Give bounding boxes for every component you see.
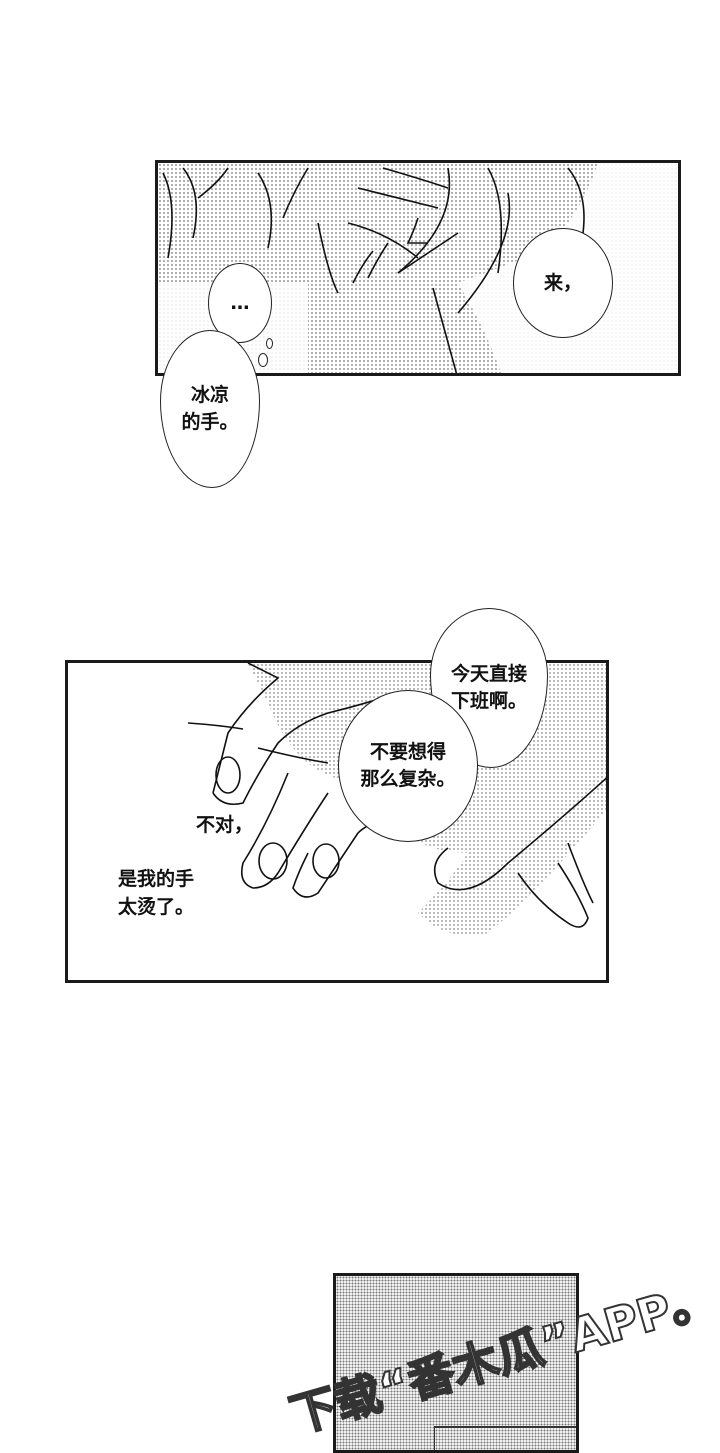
- narration-hot-hand: 是我的手 太烫了。: [118, 868, 195, 918]
- bubble-text: 不要想得 那么复杂。: [360, 741, 456, 790]
- bubble-text: 今天直接 下班啊。: [450, 663, 527, 712]
- inner-frame-line: [434, 1426, 576, 1450]
- thought-dot-tiny: [266, 338, 273, 349]
- thought-bubble-cold-hand: 冰凉 的手。: [160, 330, 260, 488]
- comic-panel-partial: [333, 1273, 579, 1453]
- bubble-text: 来，: [543, 271, 582, 294]
- speech-bubble-come: 来，: [513, 228, 613, 338]
- bubble-text: 冰凉 的手。: [181, 384, 239, 433]
- thought-dot-small: [258, 353, 268, 367]
- narration-no: 不对，: [196, 814, 254, 836]
- speech-bubble-ellipsis: …: [208, 263, 272, 343]
- comic-panel-face: … 来，: [155, 160, 681, 376]
- bubble-text: …: [230, 291, 250, 314]
- speech-bubble-dont-overthink: 不要想得 那么复杂。: [338, 690, 478, 842]
